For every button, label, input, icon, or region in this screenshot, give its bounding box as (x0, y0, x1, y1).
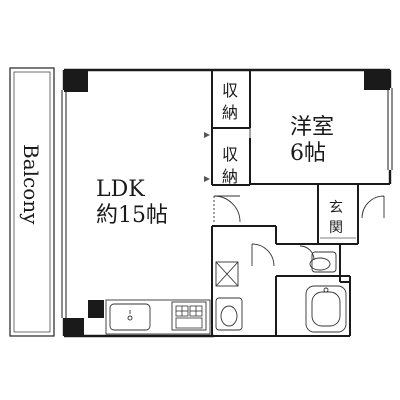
western-room-size-label: 6帖 (290, 141, 326, 166)
balcony-area (9, 67, 55, 337)
kitchen-counter (105, 299, 211, 335)
toilet (309, 251, 337, 273)
entrance-label-1: 玄 (329, 199, 343, 216)
storage-top-label-2: 納 (222, 103, 238, 122)
entrance-label-2: 関 (329, 220, 343, 236)
bathtub (305, 285, 347, 333)
ldk-label: LDK (96, 177, 145, 202)
wash-basin (215, 297, 243, 331)
room-labels: LDK 約15帖 洋室 6帖 収 納 収 納 玄 関 Balcony (19, 81, 343, 236)
interior-walls (211, 70, 390, 337)
western-room-label: 洋室 (290, 115, 334, 140)
ldk-size-label: 約15帖 (96, 203, 168, 228)
doors (213, 128, 385, 267)
structural-pillars (64, 70, 390, 336)
storage-top-label-1: 収 (222, 81, 238, 100)
balcony-label: Balcony (19, 144, 43, 225)
storage-mid-label-1: 収 (222, 145, 238, 164)
washer-space (215, 261, 239, 287)
storage-mid-label-2: 納 (222, 167, 238, 186)
storage-markers (204, 132, 210, 182)
